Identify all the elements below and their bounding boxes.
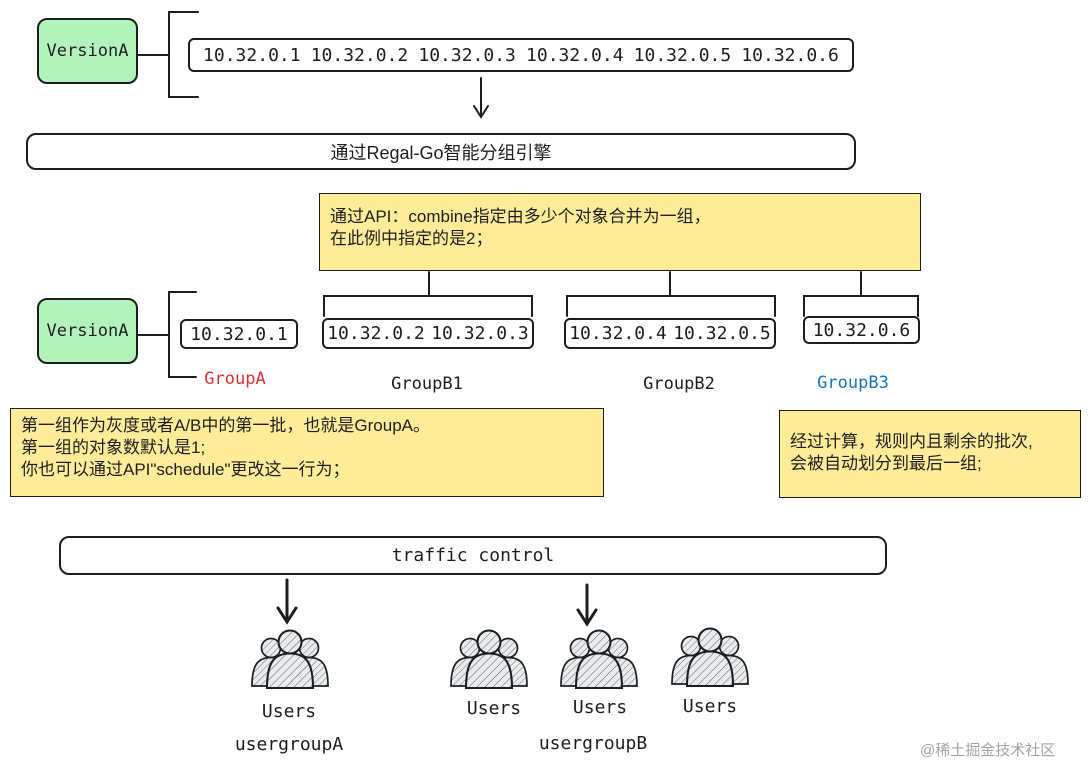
ip-item: 10.32.0.6: [741, 44, 839, 66]
ip-item: 10.32.0.5: [673, 323, 771, 344]
engine-bar: 通过Regal-Go智能分组引擎: [26, 133, 856, 170]
group-b3-ip-box: 10.32.0.6: [803, 316, 920, 344]
group-b1-label: GroupB1: [391, 374, 463, 394]
remainder-note: 经过计算，规则内且剩余的批次, 会被自动划分到最后一组;: [779, 410, 1081, 498]
version-a-box-mid: VersionA: [37, 298, 138, 364]
traffic-control-bar: traffic control: [59, 536, 887, 575]
group-a-note-line: 你也可以通过API"schedule"更改这一行为；: [21, 460, 350, 479]
usergroup-b-label: usergroupB: [538, 733, 648, 754]
ip-item: 10.32.0.5: [633, 44, 732, 66]
combine-note: 通过API：combine指定由多少个对象合并为一组， 在此例中指定的是2；: [319, 193, 921, 271]
users-label-b1: Users: [466, 698, 522, 719]
group-a-note-line: 第一组作为灰度或者A/B中的第一批，也就是GroupA。: [21, 416, 430, 435]
combine-note-line: 在此例中指定的是2；: [330, 229, 493, 248]
ip-item: 10.32.0.2: [310, 44, 409, 66]
watermark: @稀土掘金技术社区: [920, 742, 1056, 759]
ip-item: 10.32.0.3: [431, 323, 529, 344]
ip-item: 10.32.0.4: [569, 323, 667, 344]
version-label-top: VersionA: [46, 41, 129, 61]
ip-list-top: 10.32.0.1 10.32.0.2 10.32.0.3 10.32.0.4 …: [188, 38, 854, 72]
group-b2-ip-box: 10.32.0.4 10.32.0.5: [564, 318, 776, 349]
group-a-note: 第一组作为灰度或者A/B中的第一批，也就是GroupA。 第一组的对象数默认是1…: [10, 408, 604, 497]
ip-item: 10.32.0.3: [418, 44, 516, 66]
group-a-label: GroupA: [204, 369, 266, 389]
ip-item: 10.32.0.2: [327, 323, 425, 344]
engine-label: 通过Regal-Go智能分组引擎: [330, 142, 552, 163]
version-a-box-top: VersionA: [37, 18, 138, 84]
group-b1-ip-box: 10.32.0.2 10.32.0.3: [322, 318, 534, 349]
version-label-mid: VersionA: [46, 321, 129, 341]
ip-item: 10.32.0.4: [526, 44, 624, 66]
group-b3-label: GroupB3: [817, 373, 889, 393]
ip-item: 10.32.0.6: [812, 319, 911, 341]
users-label-b3: Users: [682, 696, 738, 717]
remainder-note-line: 会被自动划分到最后一组;: [790, 454, 982, 473]
remainder-note-line: 经过计算，规则内且剩余的批次,: [790, 432, 1033, 451]
ip-item: 10.32.0.1: [190, 323, 288, 345]
group-a-note-line: 第一组的对象数默认是1;: [21, 438, 206, 457]
group-b2-label: GroupB2: [643, 374, 715, 394]
combine-note-line: 通过API：combine指定由多少个对象合并为一组，: [330, 207, 711, 226]
traffic-label: traffic control: [391, 545, 555, 566]
users-label-b2: Users: [572, 697, 628, 718]
group-a-ip-box: 10.32.0.1: [180, 319, 298, 349]
ip-item: 10.32.0.1: [203, 44, 301, 66]
usergroup-a-label: usergroupA: [234, 734, 344, 755]
users-label-a: Users: [261, 701, 317, 722]
